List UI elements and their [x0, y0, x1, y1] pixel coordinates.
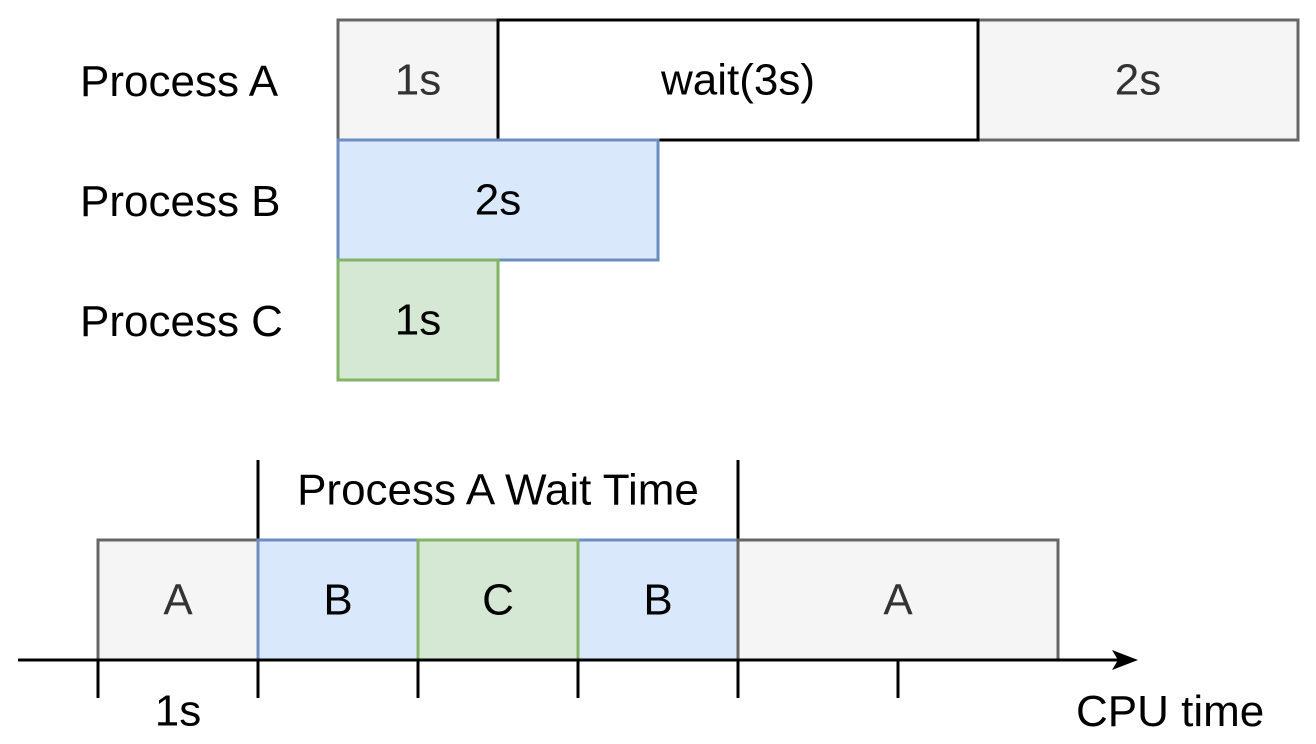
- process-b-row: 2s: [336, 138, 660, 262]
- process-a-segment-1: [336, 18, 500, 142]
- process-a-row: 1s 2s wait(3s): [336, 18, 1300, 142]
- process-c-row: 1s: [336, 258, 500, 382]
- process-a-segment-3-label: 2s: [1115, 56, 1161, 105]
- process-a-wait-segment: [976, 18, 1300, 142]
- process-a-segment-1-label: 1s: [395, 56, 441, 105]
- process-c-segment-1: [336, 258, 500, 382]
- process-c-label: Process C: [80, 297, 283, 346]
- timeline-block-2: [256, 538, 420, 662]
- process-a-segment-2: [496, 18, 980, 142]
- process-b-label: Process B: [80, 177, 281, 226]
- axis-arrow-icon: [1112, 650, 1138, 670]
- wait-time-bracket: Process A Wait Time: [256, 460, 740, 540]
- process-c-segment-1-label: 1s: [395, 296, 441, 345]
- timeline-block-5-label: A: [883, 576, 913, 625]
- timeline-block-3-label: C: [482, 576, 514, 625]
- wait-time-label: Process A Wait Time: [297, 466, 699, 515]
- timeline-block-1-label: A: [163, 576, 193, 625]
- timeline-block-2-label: B: [323, 576, 352, 625]
- axis-label: CPU time: [1076, 687, 1264, 736]
- process-b-segment-1-label: 2s: [475, 176, 521, 225]
- cpu-timeline: A B B C A: [96, 538, 1060, 662]
- timeline-block-1: [96, 538, 260, 662]
- cpu-time-axis: 1s CPU time: [18, 650, 1264, 736]
- axis-tick-label: 1s: [155, 687, 201, 736]
- process-a-label: Process A: [80, 57, 279, 106]
- timeline-block-4-label: B: [643, 576, 672, 625]
- process-a-segment-2-label: wait(3s): [660, 56, 815, 105]
- process-b-segment-1: [336, 138, 660, 262]
